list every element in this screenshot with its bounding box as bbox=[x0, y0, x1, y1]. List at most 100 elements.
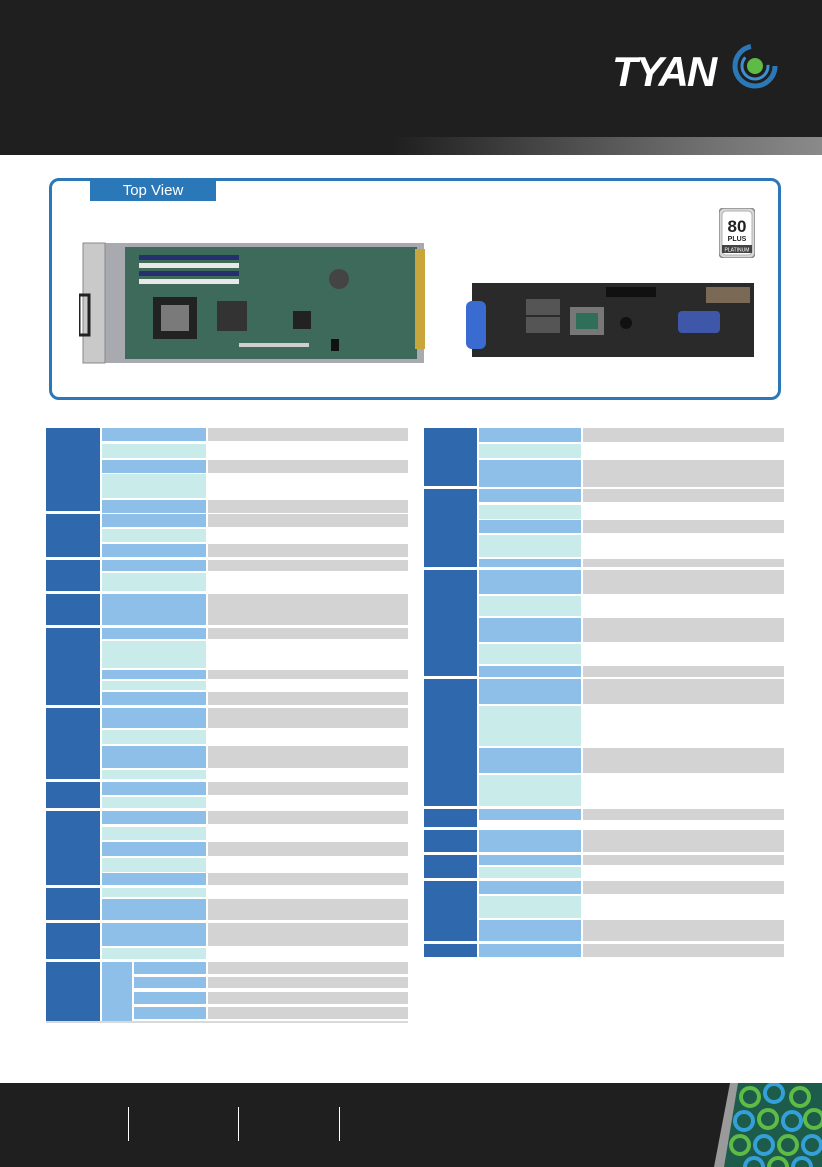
spec-value-cell bbox=[208, 730, 408, 744]
spec-value-cell bbox=[583, 535, 784, 557]
spec-label-cell bbox=[102, 444, 206, 458]
spec-label-cell bbox=[102, 460, 206, 473]
spec-value-cell bbox=[208, 770, 408, 779]
spec-label-cell bbox=[102, 573, 206, 591]
spec-label-cell bbox=[479, 896, 581, 918]
tyan-logo: TYAN bbox=[612, 40, 782, 100]
spec-label-cell bbox=[102, 670, 206, 679]
spec-value-cell bbox=[208, 681, 408, 690]
spec-label-cell bbox=[102, 474, 206, 498]
spec-value-cell bbox=[583, 505, 784, 519]
spec-value-cell bbox=[583, 666, 784, 677]
spec-value-cell bbox=[208, 962, 408, 974]
spec-category-cell bbox=[424, 809, 477, 827]
spec-value-cell bbox=[208, 873, 408, 885]
spec-label-cell bbox=[102, 797, 206, 808]
spec-category-cell bbox=[46, 560, 100, 591]
spec-value-cell bbox=[208, 842, 408, 856]
footer-separator bbox=[339, 1107, 340, 1141]
spec-category-cell bbox=[46, 782, 100, 808]
spec-label-cell bbox=[102, 782, 206, 795]
spec-value-cell bbox=[208, 811, 408, 824]
spec-value-cell bbox=[208, 1007, 408, 1019]
spec-value-cell bbox=[208, 529, 408, 542]
spec-value-cell bbox=[208, 560, 408, 571]
logo-wordmark: TYAN bbox=[612, 48, 717, 95]
spec-label-cell bbox=[479, 505, 581, 519]
spec-label-cell bbox=[479, 748, 581, 773]
spec-label-cell bbox=[102, 428, 206, 441]
spec-label-cell bbox=[102, 708, 206, 728]
spec-value-cell bbox=[583, 644, 784, 664]
spec-label-cell bbox=[479, 775, 581, 806]
spec-label-cell bbox=[479, 460, 581, 487]
spec-label-cell bbox=[479, 706, 581, 746]
spec-label-cell bbox=[479, 881, 581, 894]
spec-label-cell bbox=[134, 992, 206, 1004]
header-gradient-bar bbox=[392, 137, 822, 155]
spec-category-cell bbox=[424, 881, 477, 941]
spec-category-cell bbox=[424, 428, 477, 486]
logo-swirl-icon bbox=[732, 43, 778, 89]
spec-value-cell bbox=[208, 628, 408, 639]
spec-category-cell bbox=[46, 923, 100, 959]
spec-value-cell bbox=[583, 460, 784, 487]
page-footer bbox=[0, 1083, 822, 1167]
spec-value-cell bbox=[583, 596, 784, 616]
spec-label-cell bbox=[479, 830, 581, 852]
spec-category-cell bbox=[424, 679, 477, 806]
spec-label-cell bbox=[479, 920, 581, 941]
spec-value-cell bbox=[208, 670, 408, 679]
spec-label-cell bbox=[479, 489, 581, 502]
spec-value-cell bbox=[583, 618, 784, 642]
spec-label-cell bbox=[102, 899, 206, 920]
spec-label-cell bbox=[102, 923, 206, 946]
spec-value-cell bbox=[583, 775, 784, 806]
spec-value-cell bbox=[583, 559, 784, 567]
spec-value-cell bbox=[583, 896, 784, 918]
spec-label-cell bbox=[102, 628, 206, 639]
spec-category-cell bbox=[46, 628, 100, 705]
spec-category-cell bbox=[46, 708, 100, 779]
spec-category-cell bbox=[46, 514, 100, 557]
spec-value-cell bbox=[583, 444, 784, 458]
spec-value-cell bbox=[208, 782, 408, 795]
spec-value-cell bbox=[583, 881, 784, 894]
80-plus-platinum-badge: 80 PLUS PLATINUM bbox=[719, 208, 755, 258]
spec-value-cell bbox=[583, 748, 784, 773]
spec-value-cell bbox=[583, 520, 784, 533]
spec-value-cell bbox=[208, 746, 408, 768]
spec-label-cell bbox=[134, 1007, 206, 1019]
spec-label-cell bbox=[102, 770, 206, 779]
page-header: TYAN bbox=[0, 0, 822, 155]
spec-label-cell bbox=[102, 858, 206, 872]
spec-category-cell bbox=[424, 570, 477, 676]
spec-label-cell bbox=[102, 681, 206, 690]
spec-value-cell bbox=[208, 573, 408, 591]
spec-value-cell bbox=[208, 641, 408, 668]
svg-text:PLATINUM: PLATINUM bbox=[725, 248, 750, 254]
top-view-tab-label: Top View bbox=[90, 180, 216, 201]
spec-category-cell bbox=[46, 962, 100, 1021]
spec-value-cell bbox=[583, 867, 784, 878]
spec-category-cell bbox=[46, 811, 100, 885]
spec-label-cell bbox=[102, 873, 206, 885]
spec-value-cell bbox=[208, 692, 408, 705]
spec-label-cell bbox=[479, 520, 581, 533]
spec-label-cell bbox=[102, 560, 206, 571]
footer-separator bbox=[128, 1107, 129, 1141]
spec-value-cell bbox=[208, 992, 408, 1004]
spec-value-cell bbox=[583, 489, 784, 502]
spec-category-cell bbox=[46, 428, 100, 511]
spec-value-cell bbox=[583, 570, 784, 594]
spec-value-cell bbox=[208, 923, 408, 946]
spec-value-cell bbox=[208, 428, 408, 441]
spec-value-cell bbox=[583, 679, 784, 704]
spec-label-cell bbox=[479, 809, 581, 820]
spec-category-cell bbox=[424, 855, 477, 878]
spec-value-cell bbox=[208, 474, 408, 498]
spec-value-cell bbox=[208, 544, 408, 557]
spec-category-cell bbox=[424, 830, 477, 852]
spec-label-cell bbox=[102, 529, 206, 542]
spec-label-cell bbox=[102, 746, 206, 768]
